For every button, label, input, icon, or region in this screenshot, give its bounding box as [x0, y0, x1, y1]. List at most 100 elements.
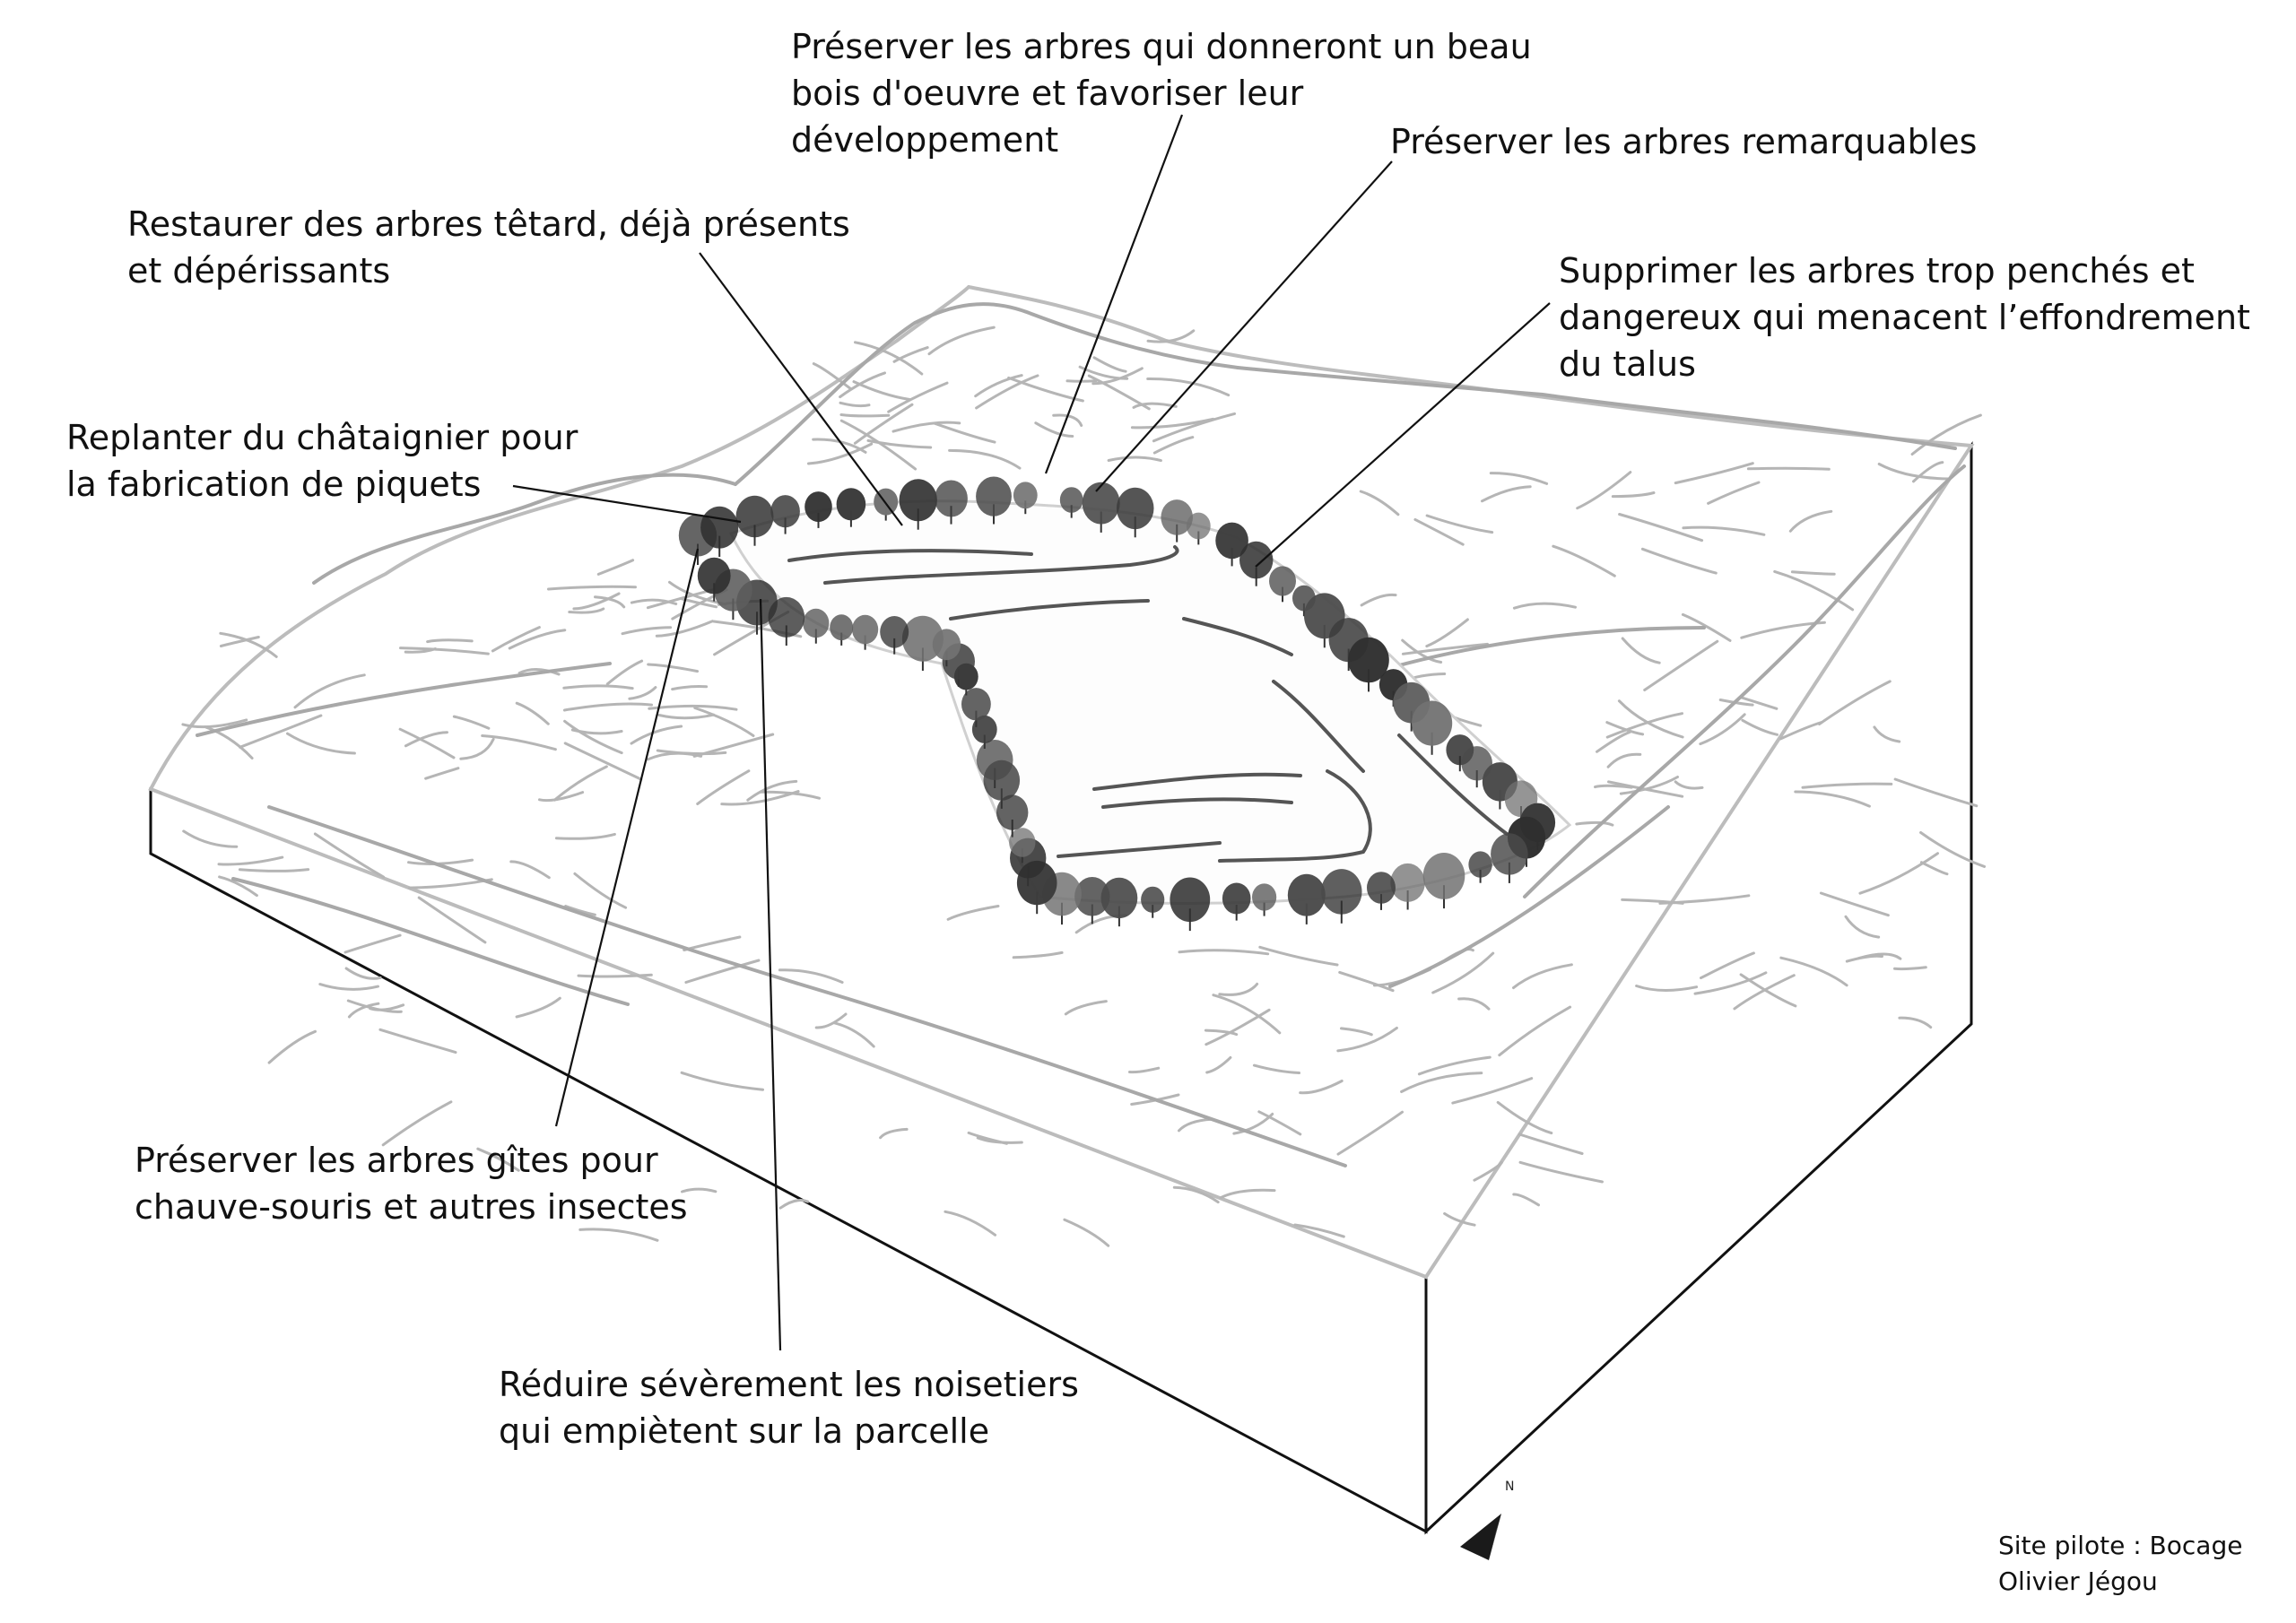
tree — [1321, 869, 1362, 924]
hatch-stroke — [1443, 1211, 1476, 1227]
hatch-stroke — [1611, 491, 1656, 499]
tree-crown — [768, 596, 805, 638]
tree-crown — [700, 506, 739, 549]
hatch-stroke — [515, 996, 561, 1019]
hatch-stroke — [1794, 790, 1871, 808]
tree — [697, 557, 731, 602]
tree-crown — [1100, 877, 1138, 919]
tree-crown — [976, 740, 1013, 780]
tree — [1252, 883, 1277, 916]
annotation-noisetiers: Réduire sévèrement les noisetiers qui em… — [499, 1361, 1079, 1454]
hatch-stroke — [517, 668, 561, 676]
tree — [1422, 853, 1465, 909]
tree — [1141, 886, 1165, 918]
hatch-stroke — [404, 731, 448, 748]
hatch-stroke — [1893, 777, 1979, 808]
hatch-stroke — [218, 875, 258, 898]
tree-crown — [1239, 541, 1274, 579]
annotation-line: Réduire sévèrement les noisetiers — [499, 1365, 1079, 1404]
tree-crown — [1161, 499, 1193, 535]
hatch-stroke — [424, 767, 460, 780]
furrow — [787, 549, 1033, 562]
hatch-stroke — [369, 1003, 405, 1011]
hatch-stroke — [452, 715, 491, 730]
hatch-stroke — [944, 1210, 997, 1237]
hatch-stroke — [1773, 569, 1855, 612]
hatch-stroke — [1489, 472, 1549, 485]
hatch-stroke — [1693, 971, 1768, 995]
annotation-line: bois d'oeuvre et favoriser leur — [791, 74, 1304, 113]
hatch-stroke — [1739, 973, 1797, 1008]
hatch-stroke — [1340, 1027, 1373, 1037]
credit-block: Site pilote : Bocage Olivier Jégou — [1998, 1528, 2242, 1600]
tree-crown — [1222, 882, 1251, 915]
hatch-stroke — [852, 380, 911, 401]
tree-crown — [1367, 872, 1396, 904]
hatch-stroke — [671, 685, 709, 691]
hatch-stroke — [1674, 780, 1704, 790]
hatch-stroke — [684, 959, 761, 984]
tree — [961, 688, 991, 727]
furrow — [1101, 797, 1293, 809]
tree-crown — [836, 488, 866, 521]
hatch-stroke — [1619, 776, 1679, 795]
hatch-stroke — [1457, 997, 1491, 1011]
hatch-stroke — [1790, 570, 1836, 576]
tree — [1348, 637, 1389, 692]
hatch-stroke — [1205, 1055, 1232, 1074]
furrow — [823, 545, 1179, 585]
hatch-stroke — [1682, 525, 1766, 536]
tree — [976, 476, 1012, 525]
tree — [1161, 499, 1193, 542]
tree — [836, 488, 866, 527]
hatch-stroke — [1257, 1110, 1302, 1136]
hatch-stroke — [1518, 1160, 1604, 1184]
hatch-stroke — [417, 896, 487, 944]
hatch-stroke — [933, 421, 996, 444]
furrow — [1057, 841, 1222, 858]
hatch-stroke — [1092, 356, 1127, 373]
hedgerow-trees — [678, 476, 1556, 932]
tree-crown — [697, 557, 731, 595]
hatch-stroke — [378, 1028, 457, 1055]
leader-tetard — [699, 252, 903, 526]
annotation-bois-oeuvre: Préserver les arbres qui donneront un be… — [791, 23, 1532, 163]
tree — [971, 715, 997, 749]
hatch-stroke — [1107, 456, 1162, 463]
hatch-stroke — [1152, 436, 1195, 455]
annotation-line: dangereux qui menacent l’effondrement — [1559, 298, 2250, 337]
hatch-stroke — [1178, 949, 1270, 956]
hatch-stroke — [1779, 956, 1848, 987]
hatch-stroke — [1733, 974, 1796, 1011]
hatch-stroke — [1552, 544, 1616, 577]
annotation-line: Restaurer des arbres têtard, déjà présen… — [127, 204, 850, 244]
hatch-stroke — [1401, 638, 1443, 664]
tree-crown — [1141, 886, 1165, 913]
tree-crown — [1321, 869, 1362, 915]
hatch-stroke — [1707, 481, 1761, 505]
hatch-stroke — [812, 362, 853, 391]
hatch-stroke — [286, 732, 356, 755]
hatch-stroke — [1635, 985, 1699, 992]
hatch-stroke — [578, 1228, 659, 1242]
hatch-stroke — [426, 638, 474, 644]
leader-bois-oeuvre — [1044, 114, 1184, 474]
hatch-stroke — [948, 448, 1022, 470]
tree — [830, 614, 854, 646]
hatch-stroke — [508, 629, 567, 650]
tree-crown — [880, 616, 909, 648]
hatch-stroke — [1087, 374, 1151, 411]
tree-crown — [1009, 828, 1036, 857]
hatch-stroke — [807, 442, 874, 465]
hatch-stroke — [1336, 1026, 1398, 1053]
hatch-stroke — [1293, 1223, 1345, 1238]
hatch-stroke — [344, 933, 402, 954]
hatch-stroke — [1336, 1110, 1404, 1156]
hatch-stroke — [1605, 712, 1683, 739]
hatch-stroke — [481, 734, 557, 751]
hatch-stroke — [1034, 421, 1074, 438]
furrow — [1218, 769, 1372, 863]
hatch-stroke — [563, 742, 643, 781]
field-line-b — [231, 877, 630, 1006]
